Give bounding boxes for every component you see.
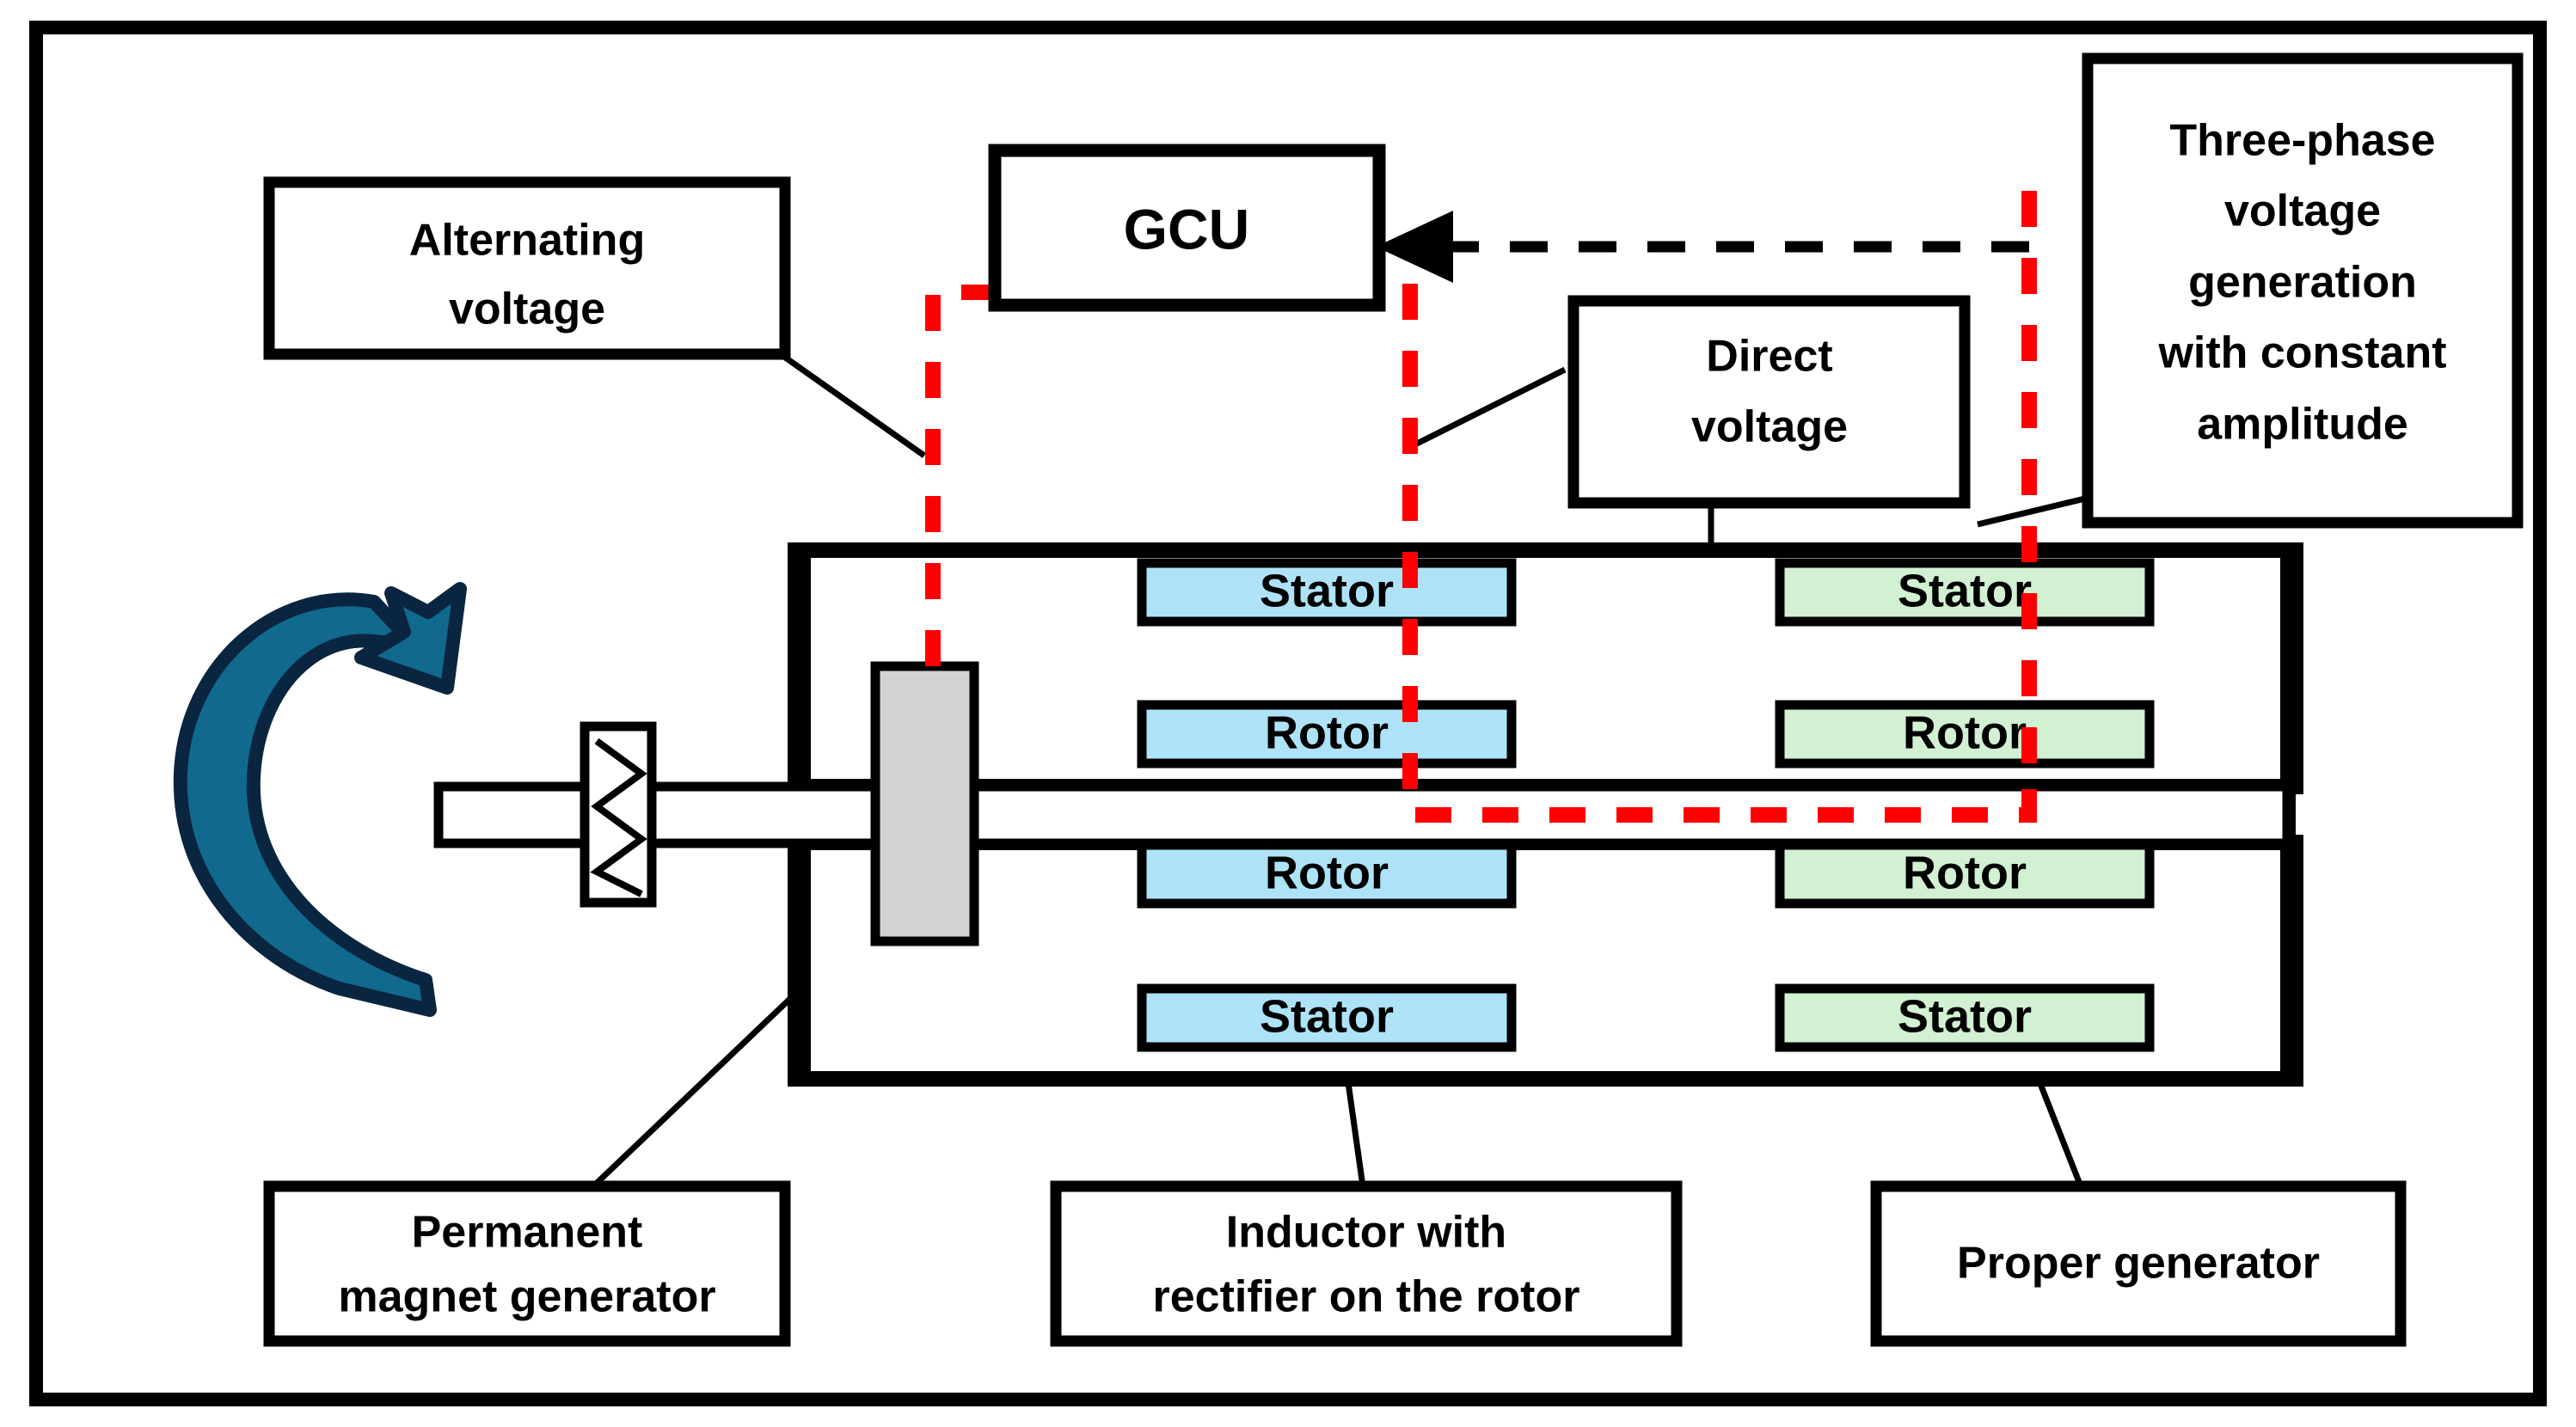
callout-alternating-voltage-box[interactable] [263,176,791,360]
maingen-stator-upper-block [1775,558,2155,627]
exciter-stator-lower-block [1137,983,1517,1052]
three-phase-line4: with constant [2157,328,2446,378]
three-phase-line1: Three-phase [2169,116,2435,166]
pmg-line1: Permanent [412,1208,643,1258]
pmg-magnet-block [870,661,979,946]
leader-three-phase [1977,495,2086,528]
inductor-line2: rectifier on the rotor [1153,1272,1580,1322]
maingen-stator-lower-block [1775,983,2155,1052]
exciter-rotor-lower-label: Rotor [1265,847,1389,898]
maingen-rotor-lower-block [1775,840,2155,909]
feedback-arrowhead-icon [1376,211,1453,283]
pmg-line2: magnet generator [338,1272,715,1322]
callout-proper-generator-box[interactable] [1870,1180,2407,1347]
maingen-rotor-upper-label: Rotor [1903,707,2027,758]
inductor-line1: Inductor with [1226,1208,1506,1258]
exciter-stator-lower-label: Stator [1260,990,1394,1042]
callout-direct-voltage-box[interactable] [1567,295,1971,509]
rotation-arrow-icon [173,582,467,1017]
alternating-voltage-line2: voltage [449,285,605,334]
rotor-shaft [433,781,2292,848]
red-signal-path-exciter-to-rotor [1402,284,2037,823]
callout-inductor-rectifier-box[interactable] [1050,1180,1683,1347]
gcu-label: GCU [1124,197,1250,260]
exciter-rotor-lower-block [1137,840,1517,909]
leader-direct-voltage-left [1408,366,1567,450]
three-phase-line2: voltage [2224,187,2381,236]
callout-three-phase-box[interactable] [2082,52,2524,529]
three-phase-line5: amplitude [2197,400,2408,450]
maingen-stator-lower-label: Stator [1898,990,2032,1042]
leader-alternating-voltage [782,354,927,458]
red-signal-path-pmg [925,285,997,679]
direct-voltage-line1: Direct [1706,332,1832,382]
callout-gcu-box[interactable] [988,144,1386,312]
alternating-voltage-line1: Alternating [409,216,645,266]
maingen-stator-upper-label: Stator [1898,565,2032,616]
proper-generator-line1: Proper generator [1957,1239,2320,1289]
spline-zigzag-icon [590,738,647,897]
exciter-stator-upper-label: Stator [1260,565,1394,616]
three-phase-line3: generation [2188,258,2417,308]
exciter-rotor-upper-block [1137,700,1517,769]
exciter-rotor-upper-label: Rotor [1265,707,1389,758]
maingen-rotor-lower-label: Rotor [1903,847,2027,898]
exciter-stator-upper-block [1137,558,1517,627]
callout-pmg-box[interactable] [263,1180,791,1347]
maingen-rotor-upper-block [1775,700,2155,769]
direct-voltage-line2: voltage [1691,402,1848,452]
